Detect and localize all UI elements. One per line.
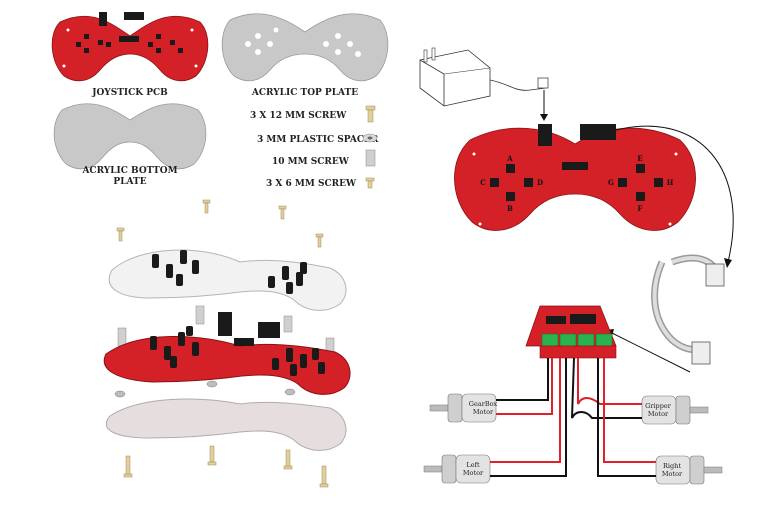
wiring-pcb: A B C D G E F H [454, 124, 696, 231]
power-jack [538, 124, 552, 146]
button-b-label: B [507, 204, 513, 213]
pcb-components [150, 312, 325, 376]
cable-arrow [615, 125, 734, 263]
hardware-list: 3 X 12 MM SCREW 3 MM PLASTIC SPACER 10 M… [250, 105, 379, 189]
hardware-item-4: 3 X 6 MM SCREW [266, 179, 357, 189]
exploded-bottom-plate [105, 398, 347, 451]
lower-spacers [114, 380, 296, 398]
top-screws [116, 199, 324, 248]
motor-driver [525, 305, 617, 359]
exploded-pcb [103, 336, 351, 395]
ribbon-cable [651, 254, 725, 365]
left-motor-label-2: Motor [463, 469, 484, 477]
button-a-label: A [506, 154, 513, 163]
motor-right: Right Motor [655, 455, 723, 485]
right-motor-label-2: Motor [662, 470, 683, 478]
gearbox-motor-label-1: GearBox [469, 400, 498, 408]
button-c-label: C [480, 178, 486, 187]
hardware-item-1: 3 X 12 MM SCREW [250, 111, 347, 121]
hardware-item-2: 3 MM PLASTIC SPACER [257, 135, 379, 145]
button-f-label: F [638, 204, 643, 213]
connector-header [580, 124, 616, 140]
right-motor-label-1: Right [663, 462, 681, 470]
gripper-motor-label-1: Gripper [645, 402, 672, 410]
button-d-label: D [537, 178, 543, 187]
joystick-pcb-label: JOYSTICK PCB [91, 88, 168, 98]
joystick-pcb [51, 12, 209, 82]
driver-arrow [609, 331, 691, 373]
bottom-screws [123, 445, 329, 488]
button-e-label: E [637, 154, 642, 163]
top-plate-knobs [152, 250, 307, 294]
wires [490, 357, 656, 477]
motor-gearbox: GearBox Motor [429, 393, 498, 423]
acrylic-top-plate-label: ACRYLIC TOP PLATE [251, 88, 358, 98]
acrylic-bottom-label-1: ACRYLIC BOTTOM [81, 166, 177, 176]
power-adapter [419, 47, 549, 107]
exploded-view [103, 199, 351, 488]
screw-6mm-icon [365, 177, 375, 189]
screw-10mm-icon [365, 149, 376, 167]
screw-12mm-icon [365, 105, 376, 123]
exploded-top-plate [108, 249, 347, 311]
acrylic-bottom-label-2: PLATE [113, 177, 146, 187]
spacer-icon [362, 133, 378, 143]
acrylic-top-plate [221, 13, 389, 82]
button-g-label: G [608, 178, 614, 187]
gearbox-motor-label-2: Motor [473, 408, 494, 416]
button-h-label: H [667, 178, 674, 187]
gripper-motor-label-2: Motor [648, 410, 669, 418]
switch [562, 162, 588, 170]
motor-left: Left Motor [423, 454, 491, 484]
hardware-item-3: 10 MM SCREW [272, 157, 350, 167]
acrylic-bottom-plate [53, 103, 207, 170]
left-motor-label-1: Left [466, 461, 480, 469]
motor-gripper: Gripper Motor [641, 395, 709, 425]
